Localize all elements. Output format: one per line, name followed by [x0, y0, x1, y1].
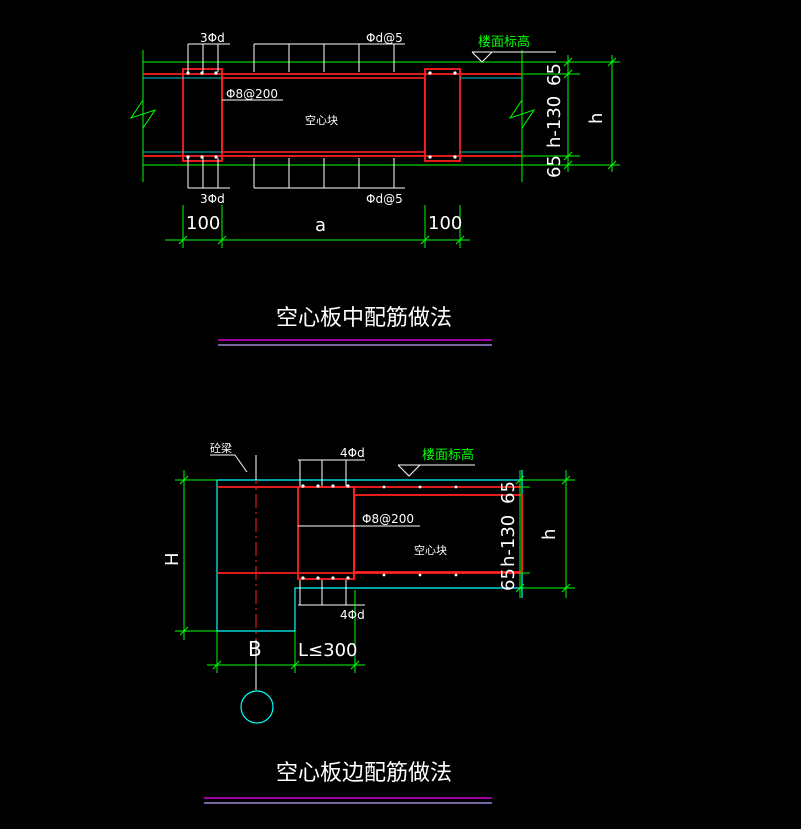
floor-level-mark-1: [471, 51, 556, 63]
dimension-lines-2: [175, 470, 575, 673]
rebar-label-top-right: Φd@5: [366, 31, 403, 45]
dim-total-1: h: [586, 113, 607, 124]
drawing-2: 砼梁 4Φd 4Φd Φ8@200 空心块 楼面标高 H B L≤300 65 …: [162, 441, 575, 804]
dim-left-1: 100: [186, 213, 220, 234]
floor-level-mark-2: [397, 464, 475, 477]
drawing-1-title: 空心板中配筋做法: [276, 306, 452, 331]
rebar-leaders-2: [298, 459, 420, 606]
dimension-lines-1: [165, 55, 620, 248]
dim-height-2: H: [162, 552, 183, 566]
dim-bot-1: 65: [544, 155, 565, 178]
beam-label: 砼梁: [210, 441, 232, 455]
rebar-leaders-1: [187, 43, 405, 189]
rebar-1-cyan: [143, 77, 522, 153]
dim-length-2: L≤300: [298, 640, 357, 661]
rebar-dots-2: [301, 484, 458, 580]
dim-bot-2: 65: [498, 568, 519, 591]
dim-mid-1: h-130: [544, 96, 565, 148]
rebar-label-bottom-2: 4Φd: [340, 608, 365, 622]
dim-total-2: h: [539, 529, 560, 540]
floor-level-label-2: 楼面标高: [422, 447, 474, 463]
hollow-block-label-1: 空心块: [305, 113, 338, 127]
rebar-label-top-2: 4Φd: [340, 446, 365, 460]
dim-width-2: B: [248, 637, 262, 661]
drawing-2-title: 空心板边配筋做法: [276, 761, 452, 786]
axis-bubble: [240, 690, 274, 724]
dim-span-1: a: [315, 215, 326, 236]
rebar-2: [217, 486, 523, 580]
dim-mid-2: h-130: [498, 515, 519, 567]
dim-right-1: 100: [428, 213, 462, 234]
slab-outline-1: [129, 50, 536, 182]
drawing-1: 3Φd Φd@5 3Φd Φd@5 Φ8@200 空心块 楼面标高 100 a …: [129, 31, 620, 346]
floor-level-label-1: 楼面标高: [478, 34, 530, 50]
rebar-label-bottom-left: 3Φd: [200, 192, 225, 206]
rebar-dots-1: [186, 71, 457, 159]
dim-top-1: 65: [544, 63, 565, 86]
rebar-label-top-left: 3Φd: [200, 31, 225, 45]
stirrup-label-1: Φ8@200: [226, 87, 278, 101]
rebar-label-bottom-right: Φd@5: [366, 192, 403, 206]
dim-top-2: 65: [498, 481, 519, 504]
stirrup-label-2: Φ8@200: [362, 512, 414, 526]
hollow-block-label-2: 空心块: [414, 543, 447, 557]
